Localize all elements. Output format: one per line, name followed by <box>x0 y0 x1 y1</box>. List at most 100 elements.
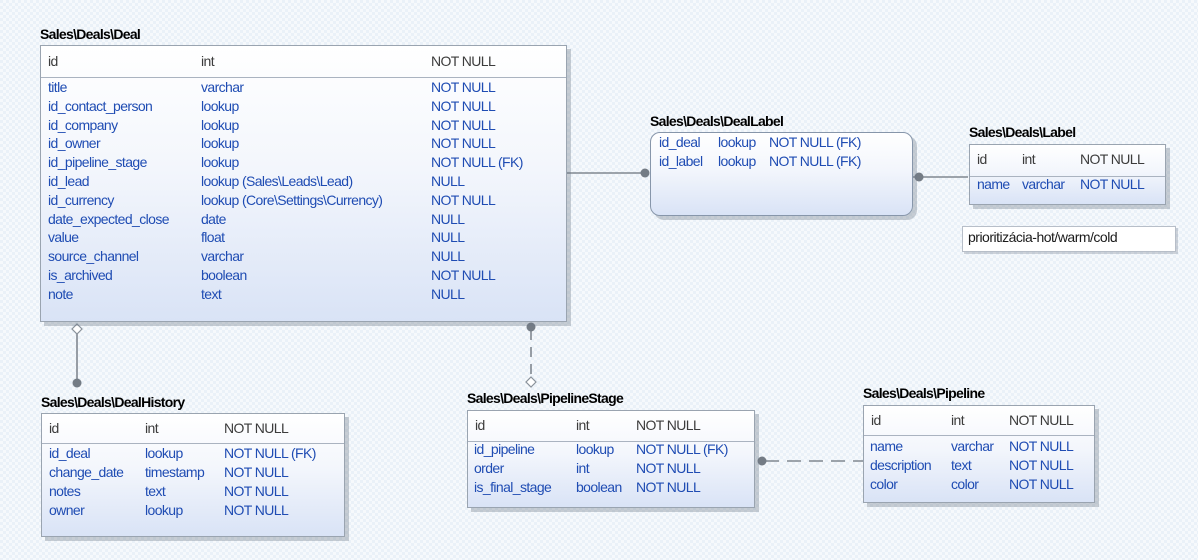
pk-constraint: NOT NULL <box>636 417 701 433</box>
attribute-constraint: NOT NULL <box>224 464 289 480</box>
entity-title: Sales\Deals\DealHistory <box>41 394 185 410</box>
attribute-constraint: NOT NULL <box>431 116 496 133</box>
attribute-constraint: NOT NULL (FK) <box>769 134 861 150</box>
pk-type: int <box>201 53 215 69</box>
attribute-name: id_currency <box>48 191 114 208</box>
entity-title: Sales\Deals\Deal <box>40 26 141 42</box>
attribute-name: color <box>870 476 898 492</box>
attribute-name: id_contact_person <box>48 97 153 114</box>
attribute-name: name <box>977 176 1010 192</box>
connector-diamond <box>71 323 83 335</box>
attribute-constraint: NULL <box>431 229 465 246</box>
note-box[interactable]: prioritizácia-hot/warm/cold <box>962 226 1176 252</box>
attribute-constraint: NOT NULL <box>431 97 496 114</box>
attribute-name: is_final_stage <box>474 479 552 495</box>
attribute-type: varchar <box>201 79 244 95</box>
primary-key-section: id int NOT NULL <box>864 406 1094 436</box>
pk-type: int <box>145 420 159 436</box>
attribute-name: date_expected_close <box>48 210 170 227</box>
attribute-type: float <box>201 229 225 246</box>
pk-constraint: NOT NULL <box>1009 412 1074 428</box>
attribute-type: text <box>201 285 222 302</box>
connector-diamond <box>525 376 537 388</box>
attribute-constraint: NOT NULL (FK) <box>636 441 728 457</box>
attribute-type: lookup <box>718 153 756 169</box>
attribute-name: is_archived <box>48 267 113 283</box>
attribute-name: id_deal <box>49 445 91 461</box>
attribute-name: note <box>48 285 73 302</box>
attribute-constraint: NOT NULL (FK) <box>224 445 316 461</box>
attribute-name: title <box>48 79 67 95</box>
attribute-type: lookup (Core\Settings\Currency) <box>201 191 383 208</box>
pk-name: id <box>871 412 881 428</box>
attribute-type: lookup (Sales\Leads\Lead) <box>201 173 353 189</box>
attribute-constraint: NOT NULL <box>1009 476 1074 492</box>
attribute-name: id_owner <box>48 135 101 152</box>
attribute-constraint: NOT NULL <box>636 460 701 476</box>
attribute-name: id_pipeline_stage <box>48 154 147 171</box>
note-text: prioritizácia-hot/warm/cold <box>968 229 1118 245</box>
entity-box: id int NOT NULL name varchar NOT NULL <box>969 144 1166 205</box>
attribute-type: boolean <box>576 479 622 495</box>
entity-title: Sales\Deals\DealLabel <box>650 113 784 129</box>
attribute-type: boolean <box>201 267 247 283</box>
attribute-constraint: NULL <box>431 248 465 265</box>
attribute-name: notes <box>49 483 81 499</box>
attribute-name: id_deal <box>659 134 701 150</box>
primary-key-section: id int NOT NULL <box>42 414 344 444</box>
pk-constraint: NOT NULL <box>224 420 289 436</box>
attribute-constraint: NOT NULL <box>224 502 289 518</box>
attribute-type: lookup <box>201 135 239 152</box>
attribute-type: varchar <box>951 438 994 454</box>
pk-constraint: NOT NULL <box>1080 151 1145 167</box>
attribute-type: lookup <box>201 97 239 114</box>
attribute-constraint: NOT NULL <box>431 267 496 283</box>
entity-box: id int NOT NULL id_deal lookup NOT NULL (F… <box>41 413 345 537</box>
entity-title: Sales\Deals\Label <box>969 124 1076 140</box>
attribute-type: date <box>201 210 226 227</box>
primary-key-section: id int NOT NULL <box>970 145 1165 177</box>
primary-key-section: id int NOT NULL <box>41 46 566 78</box>
attribute-type: lookup <box>145 445 183 461</box>
attribute-constraint: NOT NULL <box>1009 438 1074 454</box>
attribute-constraint: NOT NULL <box>636 479 701 495</box>
attribute-constraint: NOT NULL <box>431 79 496 95</box>
primary-key-section: id int NOT NULL <box>468 411 754 442</box>
attribute-type: lookup <box>201 154 239 171</box>
attribute-constraint: NOT NULL <box>1009 457 1074 473</box>
attribute-type: lookup <box>201 116 239 133</box>
attribute-name: owner <box>49 502 85 518</box>
attribute-type: int <box>576 460 590 476</box>
attribute-type: text <box>951 457 972 473</box>
pk-type: int <box>1022 151 1036 167</box>
attribute-constraint: NOT NULL (FK) <box>769 153 861 169</box>
connector-dot <box>757 456 767 466</box>
attribute-name: id_pipeline <box>474 441 535 457</box>
attribute-constraint: NULL <box>431 173 465 189</box>
attribute-constraint: NOT NULL <box>1080 176 1145 192</box>
attribute-type: timestamp <box>145 464 205 480</box>
attribute-constraint: NOT NULL <box>224 483 289 499</box>
connector-dot <box>640 168 650 178</box>
pk-type: int <box>576 417 590 433</box>
attribute-constraint: NULL <box>431 210 465 227</box>
attribute-constraint: NULL <box>431 285 465 302</box>
attribute-type: lookup <box>576 441 614 457</box>
attribute-name: name <box>870 438 903 454</box>
pk-name: id <box>475 417 485 433</box>
attribute-name: value <box>48 229 79 246</box>
attribute-name: description <box>870 457 932 473</box>
pk-name: id <box>48 53 58 69</box>
attribute-name: id_company <box>48 116 118 133</box>
connector-dot <box>526 322 536 332</box>
entity-title: Sales\Deals\Pipeline <box>863 385 985 401</box>
attribute-type: color <box>951 476 979 492</box>
attribute-type: varchar <box>201 248 244 265</box>
pk-name: id <box>49 420 59 436</box>
attribute-type: varchar <box>1022 176 1065 192</box>
